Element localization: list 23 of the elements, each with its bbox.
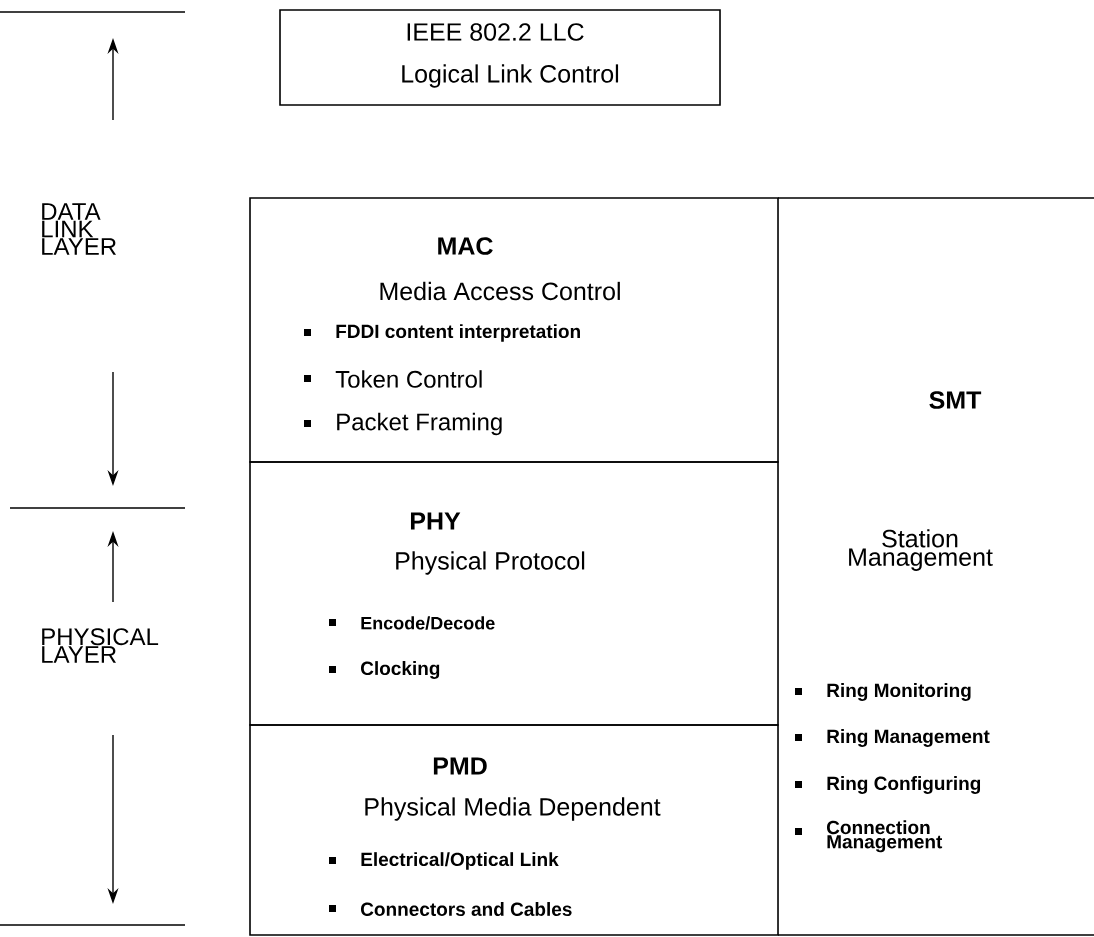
layer-title: PMD — [433, 757, 487, 775]
bullet-item: Packet Framing — [337, 412, 502, 436]
layer-subtitle: Logical Link Control — [402, 64, 619, 88]
bullet-item: Connection Management — [827, 820, 943, 853]
bullet-item: Connectors and Cables — [361, 902, 572, 916]
layer-subtitle: Physical Protocol — [396, 551, 585, 575]
bullet-item: Clocking — [361, 661, 440, 679]
bullet-item: Ring Configuring — [827, 776, 981, 794]
layer-title: PHY — [411, 512, 461, 530]
bullet-item: Electrical/Optical Link — [361, 852, 559, 870]
layer-title: SMT — [929, 391, 982, 409]
layer-label: DATA LINK LAYER — [42, 203, 116, 255]
layer-title: MAC — [438, 237, 493, 255]
bullet-item: FDDI content interpretation — [336, 324, 580, 342]
layer-subtitle: Physical Media Dependent — [365, 797, 661, 821]
layer-subtitle: Station Management — [849, 529, 993, 571]
layer-subtitle: Media Access Control — [380, 281, 620, 301]
bullet-item: Encode/Decode — [361, 616, 495, 630]
bullet-item: Ring Management — [827, 729, 990, 747]
bullet-item: Ring Monitoring — [827, 683, 971, 701]
layer-label: PHYSICAL LAYER — [42, 628, 159, 663]
bullet-item: Token Control — [335, 370, 482, 388]
layer-title: IEEE 802.2 LLC — [407, 23, 584, 41]
